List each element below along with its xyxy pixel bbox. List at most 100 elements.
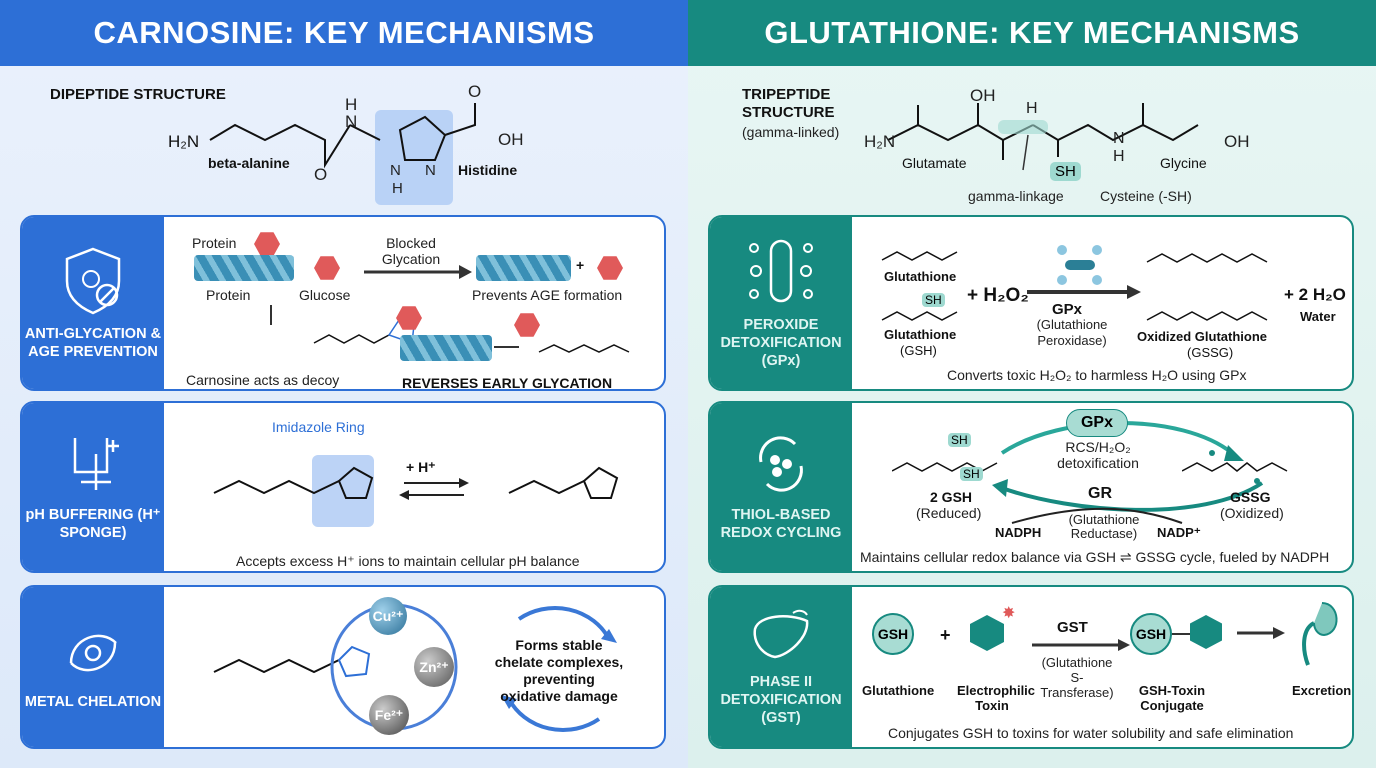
arrow-icon <box>1032 639 1130 651</box>
ph-buffering-card: pH BUFFERING (H⁺ SPONGE) Imidazole Ring … <box>20 401 666 573</box>
o-label: O <box>468 82 482 101</box>
protein-helix <box>194 255 294 281</box>
gssg-label: GSSG <box>1230 489 1271 505</box>
glucose-hexagon <box>514 313 540 337</box>
gpx-label: GPx <box>1052 301 1083 318</box>
gamma-linked-label: (gamma-linked) <box>742 124 840 140</box>
cysteine-label: Cysteine (-SH) <box>1100 188 1192 204</box>
gr-label: GR <box>1088 485 1112 502</box>
redox-cycling-card: THIOL-BASED REDOX CYCLING GPx RCS/H₂O₂ d… <box>708 401 1354 573</box>
starburst-icon: ✸ <box>1002 605 1016 622</box>
metal-chelation-card: METAL CHELATION Cu²⁺ Zn²⁺ Fe²⁺ Forms sta… <box>20 585 666 749</box>
h-label: H <box>345 95 358 114</box>
protein-helix <box>476 255 571 281</box>
prevents-age-label: Prevents AGE formation <box>472 287 623 303</box>
glucose-hexagon <box>396 306 422 330</box>
peroxide-detox-card: PEROXIDE DETOXIFICATION (GPx) Glutathion… <box>708 215 1354 391</box>
decoy-caption: Carnosine acts as decoy <box>186 372 340 388</box>
gsh-molecule <box>892 462 998 472</box>
histidine-label: Histidine <box>458 162 518 178</box>
arrow-icon <box>364 265 472 279</box>
ring-n-label: N <box>425 162 436 179</box>
beta-alanine-label: beta-alanine <box>208 155 290 171</box>
zinc-ion: Zn²⁺ <box>414 647 454 687</box>
protein-label: Protein <box>192 235 237 251</box>
gsh-circle: GSH <box>872 613 914 655</box>
ph-buffering-title: pH BUFFERING (H⁺ SPONGE) <box>25 507 161 541</box>
copper-ion: Cu²⁺ <box>369 597 407 635</box>
peroxide-caption: Converts toxic H₂O₂ to harmless H₂O usin… <box>947 367 1247 383</box>
h-label: H <box>1026 100 1038 117</box>
gsh-circle: GSH <box>1130 613 1172 655</box>
oh-label: OH <box>498 130 524 149</box>
excretion-label: Excretion <box>1292 683 1352 698</box>
anti-glycation-label-panel: ANTI-GLYCATION & AGE PREVENTION <box>22 217 164 389</box>
plus-label: + <box>576 257 585 273</box>
gssg-molecules <box>1146 253 1268 321</box>
h2n-label: H₂N <box>864 132 896 151</box>
n-label: N <box>345 112 358 131</box>
liver-icon <box>753 609 809 659</box>
chelation-caption: Forms stable chelate complexes, preventi… <box>494 637 624 704</box>
nadph-label: NADPH <box>995 525 1042 540</box>
gpx-full-label: (Glutathione Peroxidase) <box>1036 317 1108 348</box>
phase-ii-title: PHASE II DETOXIFICATION (GST) <box>720 674 842 726</box>
protein-helix <box>400 335 492 361</box>
sh-group: SH <box>1050 162 1081 181</box>
tripeptide-heading: TRIPEPTIDE STRUCTURE <box>742 86 835 121</box>
glutamate-label: Glutamate <box>902 155 967 171</box>
sh-group: SH <box>922 293 945 307</box>
arrow-icon <box>1237 627 1285 639</box>
ph-reaction <box>213 466 619 500</box>
carnosine-panel: CARNOSINE: KEY MECHANISMS DIPEPTIDE STRU… <box>0 0 688 768</box>
phase-ii-caption: Conjugates GSH to toxins for water solub… <box>888 725 1294 741</box>
ph-caption: Accepts excess H⁺ ions to maintain cellu… <box>236 553 580 569</box>
h-plus-label: + H⁺ <box>406 459 436 475</box>
glycine-label: Glycine <box>1160 155 1207 171</box>
gpx-badge: GPx <box>1066 409 1128 437</box>
water-label: Water <box>1300 309 1336 324</box>
rcs-label: RCS/H₂O₂ detoxification <box>1057 439 1139 471</box>
water-equation-label: + 2 H₂O <box>1284 285 1346 304</box>
gamma-linkage-label: gamma-linkage <box>968 188 1064 204</box>
peroxide-title: PEROXIDE DETOXIFICATION (GPx) <box>720 317 842 369</box>
h2n-label: H₂N <box>168 132 200 151</box>
bond-line <box>1172 633 1190 635</box>
phase-ii-card: PHASE II DETOXIFICATION (GST) GSH Glutat… <box>708 585 1354 749</box>
oxidized-glutathione-label: Oxidized Glutathione <box>1137 329 1268 344</box>
glutathione-label: Glutathione <box>884 269 957 284</box>
shield-molecule-icon <box>65 247 121 315</box>
conjugate-label: GSH-Toxin Conjugate <box>1138 683 1206 713</box>
gssg-label: (GSSG) <box>1187 345 1234 360</box>
kidney-icon <box>1302 602 1338 666</box>
glutathione-panel: GLUTATHIONE: KEY MECHANISMS TRIPEPTIDE S… <box>688 0 1376 768</box>
anti-glycation-card: ANTI-GLYCATION & AGE PREVENTION Protein … <box>20 215 666 391</box>
ring-n-label: N <box>390 162 401 179</box>
cycle-arrows-icon <box>759 436 803 492</box>
gssg-molecule <box>1182 450 1288 484</box>
h2o2-label: + H₂O₂ <box>967 285 1029 306</box>
blocked-glycation-label: Blocked Glycation <box>381 235 441 267</box>
glutathione-structure <box>888 103 1199 171</box>
dipeptide-heading: DIPEPTIDE STRUCTURE <box>50 86 226 103</box>
gst-label: GST <box>1057 619 1088 636</box>
gr-full-label: (Glutathione Reductase) <box>1068 512 1140 541</box>
beaker-scale-icon <box>73 438 119 490</box>
glutathione-molecules <box>881 251 958 321</box>
n-label: N <box>1113 130 1125 147</box>
glutathione-label: Glutathione <box>862 683 935 698</box>
glucose-hexagon <box>254 232 280 256</box>
anti-glycation-title: ANTI-GLYCATION & AGE PREVENTION <box>24 326 162 360</box>
reverses-caption: REVERSES EARLY GLYCATION <box>402 375 613 391</box>
redox-title: THIOL-BASED REDOX CYCLING <box>720 507 842 541</box>
h-label: H <box>1113 148 1125 165</box>
carnosine-structure <box>209 103 476 169</box>
ring-h-label: H <box>392 180 403 197</box>
toxin-hexagon <box>1190 615 1222 649</box>
oh-label: OH <box>1224 132 1250 151</box>
glutathione-label: Glutathione <box>884 327 957 342</box>
histidine-highlight <box>375 110 453 205</box>
sh-group: SH <box>960 467 983 481</box>
glutathione-title: GLUTATHIONE: KEY MECHANISMS <box>688 0 1376 66</box>
capsule-network-icon <box>749 239 813 303</box>
